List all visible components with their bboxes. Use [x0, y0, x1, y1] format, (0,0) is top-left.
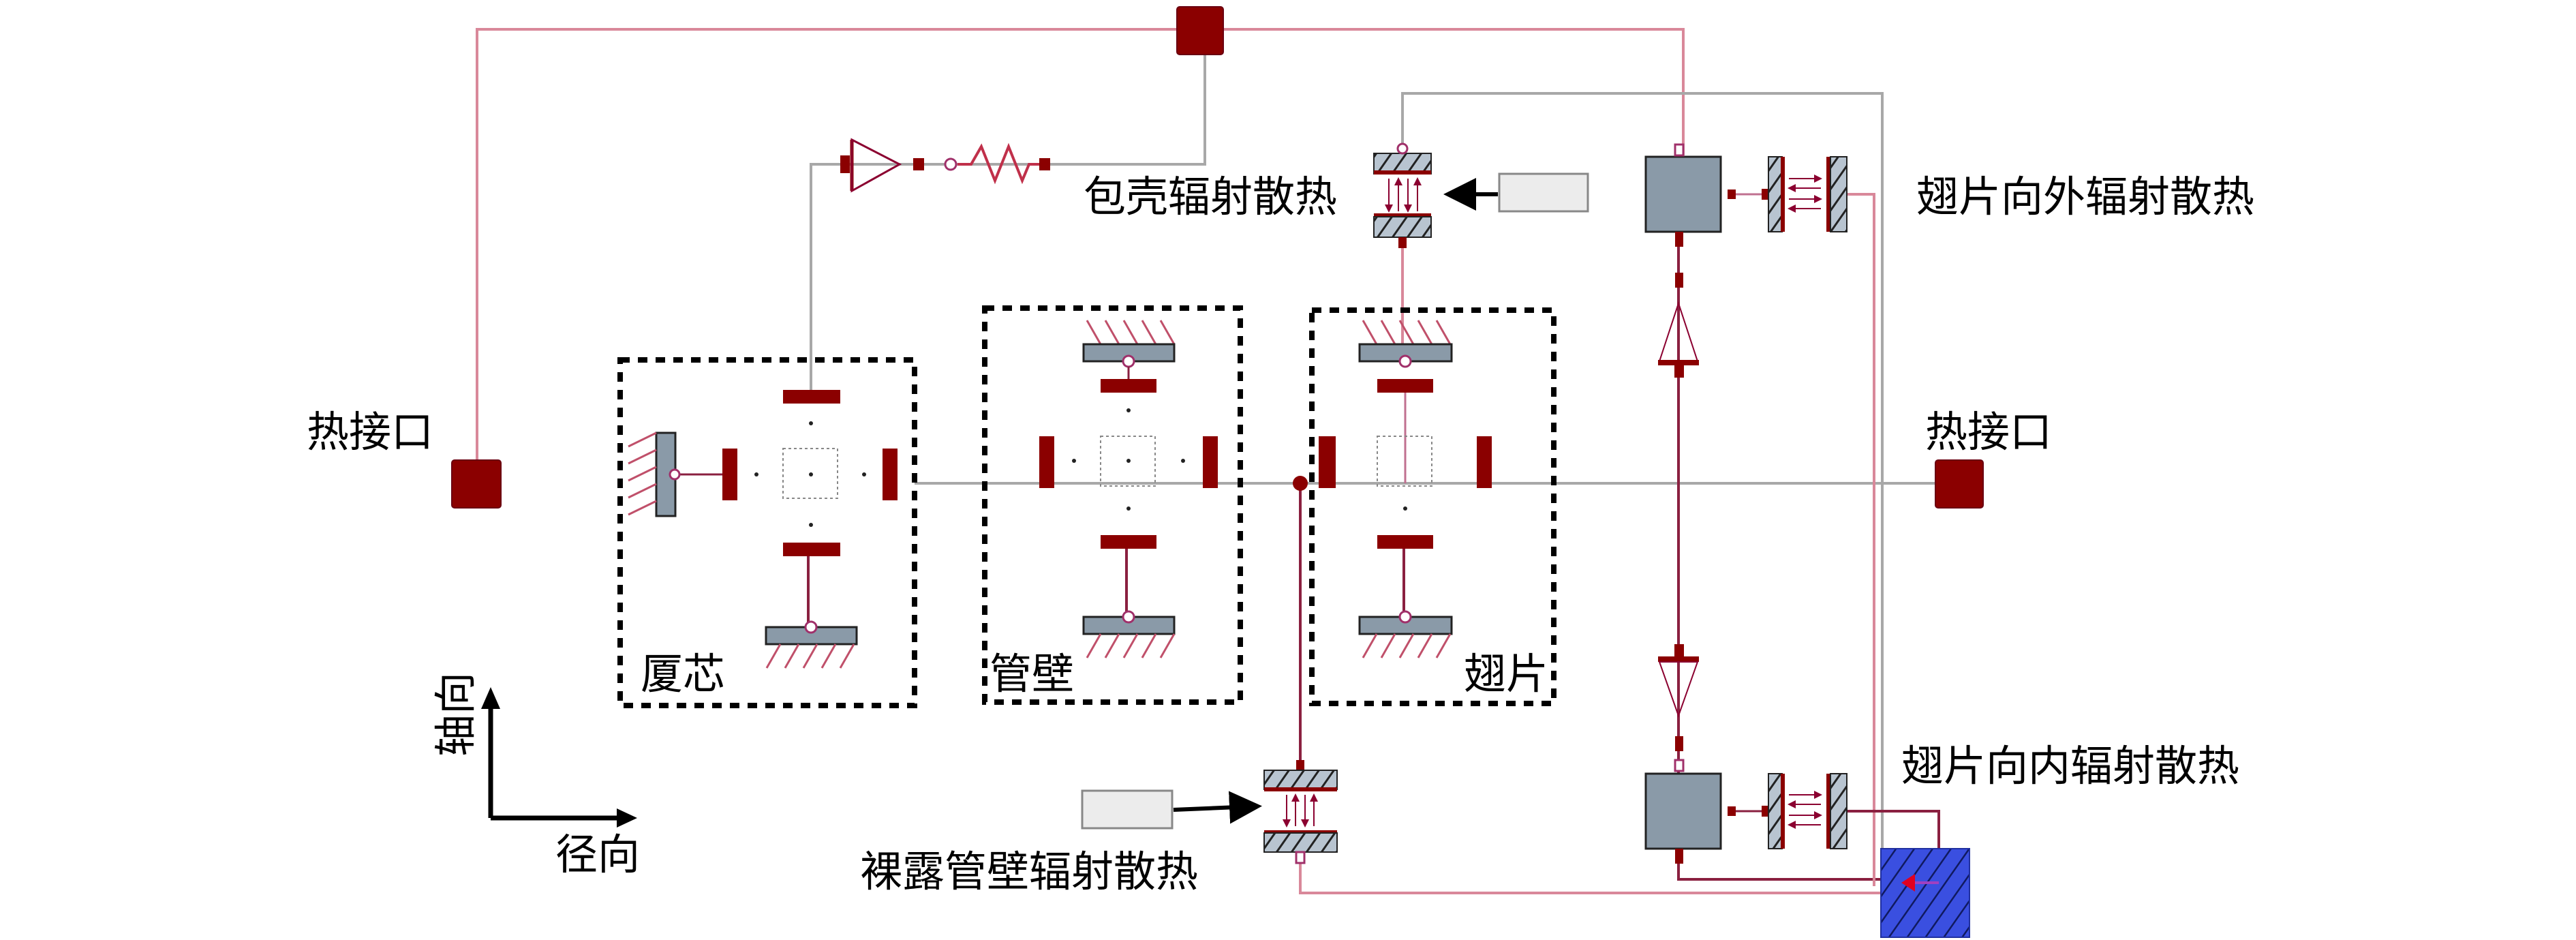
shell-temp-source-box[interactable] [1498, 172, 1589, 213]
shell-radiation-label: 包壳辐射散热 [1084, 172, 1337, 222]
wick-dashed-box [617, 357, 917, 708]
sensor-cone-icon [850, 138, 902, 193]
cone-connector-lower-icon [1658, 661, 1699, 718]
axis-axial-label: 轴向 [431, 672, 480, 757]
fin-node-group[interactable]: 翅片 [1309, 307, 1557, 706]
heat-port-left-label: 热接口 [307, 407, 433, 457]
fin-dashed-box [1309, 307, 1557, 706]
wires [476, 28, 1940, 894]
fin-inward-radiation-block[interactable]: 翅片向内辐射散热 [1644, 644, 2239, 864]
fin-outward-radiation-block[interactable]: 翅片向外辐射散热 [1644, 143, 2254, 378]
pipe-wall-dashed-box [982, 305, 1243, 705]
wick-label: 厦芯 [641, 649, 725, 699]
ambient-temperature-block[interactable] [1880, 848, 1970, 938]
heat-port-right[interactable] [1935, 459, 1984, 509]
fin-label: 翅片 [1464, 649, 1548, 699]
wire-fin-out-return [1847, 193, 1875, 886]
junction-node [1293, 476, 1308, 491]
heat-port-top[interactable] [1176, 6, 1224, 55]
fin-inner-capacitor [1644, 772, 1722, 850]
conduction-resistor-chain[interactable] [840, 138, 1050, 193]
heat-port-left[interactable] [451, 459, 502, 509]
axis-radial-label: 径向 [555, 830, 640, 879]
shell-radiation-block[interactable]: 包壳辐射散热 [1084, 142, 1589, 248]
pipe-wall-label: 管壁 [990, 649, 1074, 699]
axes-legend: 轴向 径向 [431, 672, 640, 879]
fin-outward-radiation-label: 翅片向外辐射散热 [1916, 172, 2254, 222]
wire-lower-cap-bottom [1677, 849, 1881, 881]
wick-left-boundary [655, 431, 677, 517]
heat-port-right-label: 热接口 [1925, 407, 2052, 457]
resistor-icon [957, 142, 1039, 185]
wire-shell-top [1401, 92, 1884, 893]
exposed-wall-temp-source-box[interactable] [1081, 789, 1174, 830]
exposed-wall-radiation-label: 裸露管壁辐射散热 [860, 847, 1198, 896]
exposed-wall-radiation-block[interactable]: 裸露管壁辐射散热 [860, 760, 1338, 896]
wick-node-group[interactable]: 厦芯 [617, 357, 917, 708]
wire-resistor-chain [810, 55, 1206, 395]
chain-port-left [840, 155, 850, 173]
ambient-input-arrow-icon [1901, 874, 1915, 892]
fin-outer-capacitor [1644, 155, 1722, 233]
exposed-wall-input-arrow [1173, 791, 1262, 824]
fin-inward-radiation-label: 翅片向内辐射散热 [1901, 741, 2239, 791]
pipe-wall-node-group[interactable]: 管壁 [982, 305, 1243, 705]
wire-bottom-bus [1299, 862, 1888, 894]
